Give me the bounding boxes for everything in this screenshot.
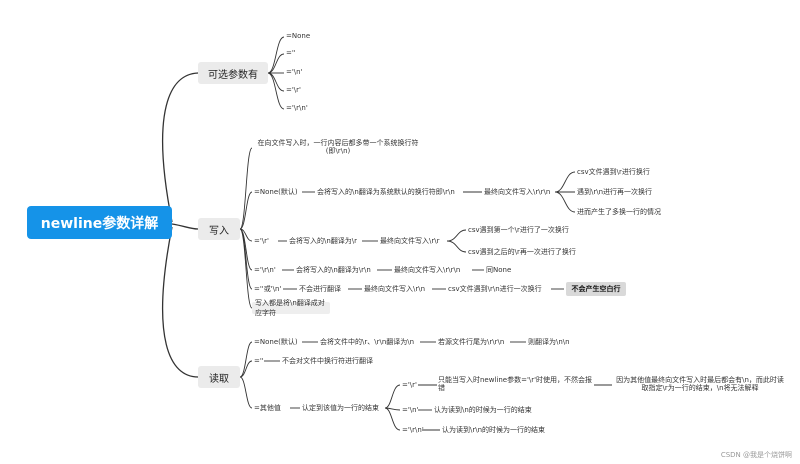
write-rn-label: ='\r\n' xyxy=(254,266,276,274)
write-empty-result: 不会产生空白行 xyxy=(566,282,626,296)
optional-item: ='' xyxy=(286,49,296,57)
optional-item: =None xyxy=(286,32,311,40)
optional-item: ='\r' xyxy=(286,86,301,94)
read-none-step2: 若源文件行尾为\r\r\n xyxy=(438,338,505,346)
read-other-label: =其他值 xyxy=(254,404,281,412)
read-other-n-desc: 认为读到\n的时候为一行的结束 xyxy=(434,406,532,414)
branch-write: 写入 xyxy=(198,218,240,240)
read-other-rn-label: ='\r\n' xyxy=(402,426,424,434)
read-other-r-label: ='\r' xyxy=(402,381,417,389)
read-other-n-label: ='\n' xyxy=(402,406,419,414)
write-footer-note: 写入都是将\n翻译成对应字符 xyxy=(252,299,330,317)
write-r-label: ='\r' xyxy=(254,237,269,245)
read-other-step1: 认定到该值为一行的结束 xyxy=(302,404,379,412)
branch-read: 读取 xyxy=(198,366,240,388)
read-other-r-note: 因为其他值最终向文件写入时最后都会有\n，而此时读取指定\r为一行的结束，\n将… xyxy=(616,376,784,393)
branch-optional-label: 可选参数有 xyxy=(208,69,258,81)
write-empty-result-text: 不会产生空白行 xyxy=(571,285,621,293)
write-rn-step2: 最终向文件写入\r\r\n xyxy=(394,266,461,274)
write-empty-step3: csv文件遇到\r\n进行一次换行 xyxy=(448,285,542,293)
read-none-label: =None(默认) xyxy=(254,338,298,346)
root-label: newline参数详解 xyxy=(40,215,159,232)
write-r-csv1: csv遇到第一个\r进行了一次换行 xyxy=(468,226,569,234)
write-empty-step1: 不会进行翻译 xyxy=(299,285,341,293)
branch-optional-params: 可选参数有 xyxy=(198,62,268,84)
write-none-csv3: 进而产生了多换一行的情况 xyxy=(577,208,661,216)
write-rn-step1: 会将写入的\n翻译为\r\n xyxy=(296,266,371,274)
write-empty-label: =''或'\n' xyxy=(254,285,282,293)
read-other-r-desc: 只能当写入时newline参数='\r'时使用，不然会报错 xyxy=(438,376,593,393)
write-r-step1: 会将写入的\n翻译为\r xyxy=(289,237,358,245)
read-empty-label: ='' xyxy=(254,357,264,365)
write-r-step2: 最终向文件写入\r\r xyxy=(380,237,440,245)
watermark: CSDN @我是个烧饼啊 xyxy=(720,451,792,459)
write-none-csv1: csv文件遇到\r进行换行 xyxy=(577,168,650,176)
write-r-csv2: csv遇到之后的\r再一次进行了换行 xyxy=(468,248,576,256)
read-other-rn-desc: 认为读到\r\n的时候为一行的结束 xyxy=(442,426,546,434)
write-none-step1: 会将写入的\n翻译为系统默认的换行符即\r\n xyxy=(317,188,455,196)
write-empty-step2: 最终向文件写入\r\n xyxy=(364,285,426,293)
write-rn-step3: 同None xyxy=(486,266,512,274)
write-intro: 在向文件写入时，一行内容后都多带一个系统换行符(即\r\n) xyxy=(257,139,419,156)
read-empty-step1: 不会对文件中换行符进行翻译 xyxy=(282,357,373,365)
optional-item: ='\r\n' xyxy=(286,104,308,112)
write-none-label: =None(默认) xyxy=(254,188,298,196)
root-node: newline参数详解 xyxy=(27,206,172,239)
read-none-step3: 则翻译为\n\n xyxy=(528,338,570,346)
read-none-step1: 会将文件中的\r、\r\n翻译为\n xyxy=(320,338,415,346)
branch-write-label: 写入 xyxy=(209,225,229,237)
write-none-step2: 最终向文件写入\r\r\n xyxy=(484,188,551,196)
branch-read-label: 读取 xyxy=(209,373,229,385)
write-footer-text: 写入都是将\n翻译成对应字符 xyxy=(255,299,325,317)
write-none-csv2: 遇到\r\n进行再一次换行 xyxy=(577,188,653,196)
optional-item: ='\n' xyxy=(286,68,303,76)
